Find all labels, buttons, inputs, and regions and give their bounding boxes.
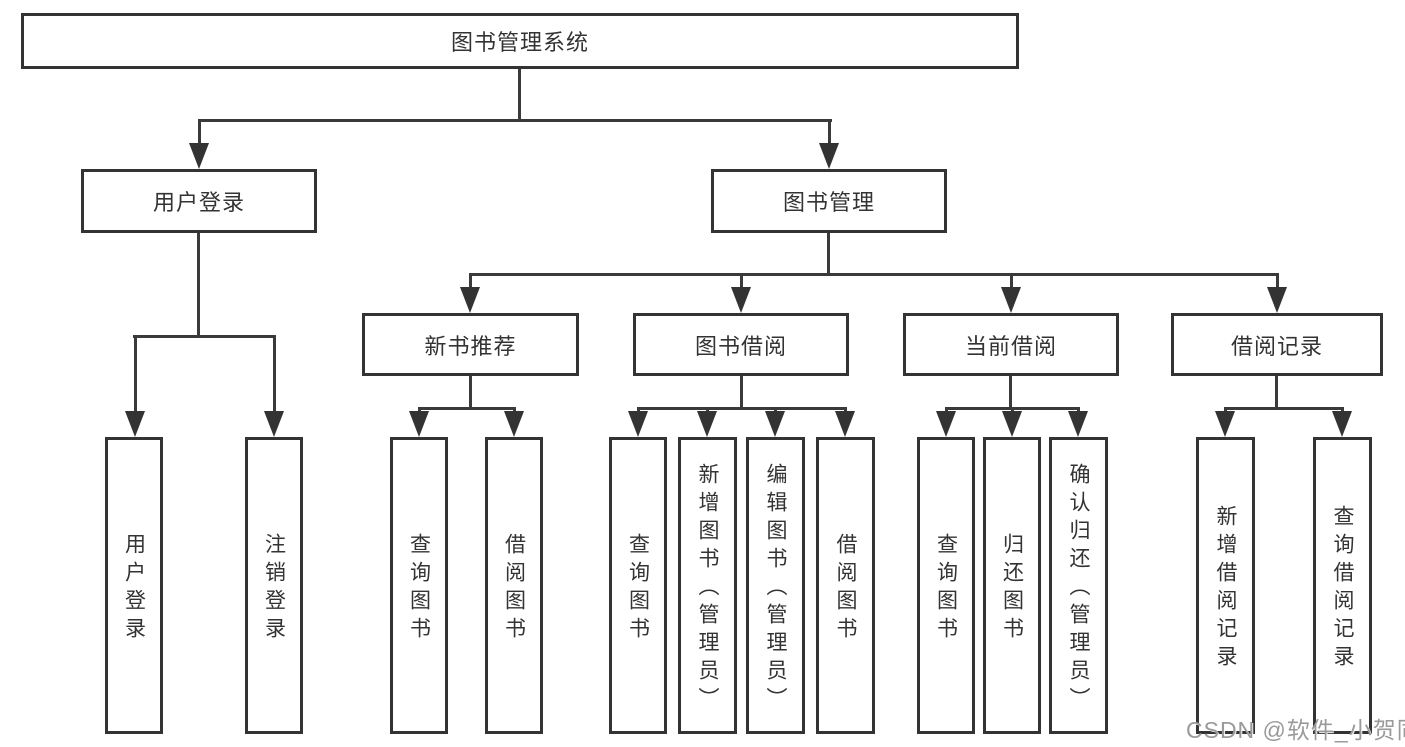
leaf-edit-books-admin: 编辑图书（管理员） (746, 437, 805, 734)
connector-arrow (628, 407, 648, 437)
connector-arrow (819, 119, 839, 169)
connector-arrow (264, 335, 284, 437)
node-library-management-system: 图书管理系统 (21, 13, 1019, 69)
connector-line (1009, 376, 1012, 410)
leaf-recommend-borrow-books: 借阅图书 (485, 437, 543, 734)
connector-arrow (1215, 407, 1235, 437)
leaf-add-books-admin: 新增图书（管理员） (678, 437, 737, 734)
node-user-login: 用户登录 (81, 169, 317, 233)
connector-line (469, 376, 472, 410)
connector-arrow (1068, 407, 1088, 437)
connector-arrow (697, 407, 717, 437)
connector-line (133, 335, 276, 338)
leaf-logout: 注销登录 (245, 437, 303, 734)
leaf-recommend-query-books: 查询图书 (390, 437, 448, 734)
connector-line (1224, 407, 1344, 410)
leaf-return-books: 归还图书 (983, 437, 1041, 734)
connector-arrow (504, 407, 524, 437)
connector-arrow (936, 407, 956, 437)
connector-line (740, 376, 743, 410)
leaf-user-login: 用户登录 (105, 437, 163, 734)
leaf-add-borrowing-record: 新增借阅记录 (1196, 437, 1255, 734)
connector-arrow (409, 407, 429, 437)
connector-arrow (460, 273, 480, 313)
leaf-query-borrowing-record: 查询借阅记录 (1313, 437, 1372, 734)
connector-line (1275, 376, 1278, 410)
node-book-borrowing: 图书借阅 (633, 313, 849, 376)
connector-line (637, 407, 847, 410)
leaf-borrowing-query-books: 查询图书 (609, 437, 667, 734)
leaf-confirm-return-admin: 确认归还（管理员） (1049, 437, 1108, 734)
connector-arrow (1332, 407, 1352, 437)
leaf-current-query-books: 查询图书 (917, 437, 975, 734)
connector-arrow (125, 335, 145, 437)
connector-line (197, 233, 200, 337)
connector-arrow (1001, 273, 1021, 313)
connector-line (198, 119, 832, 122)
connector-line (827, 233, 830, 275)
connector-line (418, 407, 516, 410)
node-current-borrowing: 当前借阅 (903, 313, 1119, 376)
node-new-book-recommendation: 新书推荐 (362, 313, 579, 376)
connector-arrow (1267, 273, 1287, 313)
csdn-watermark: CSDN @软件_小贺同学 (1186, 717, 1405, 743)
connector-arrow (731, 273, 751, 313)
connector-line (469, 273, 1279, 276)
connector-arrow (1002, 407, 1022, 437)
connector-arrow (189, 119, 209, 169)
connector-line (518, 69, 521, 120)
connector-arrow (835, 407, 855, 437)
connector-arrow (765, 407, 785, 437)
node-borrowing-records: 借阅记录 (1171, 313, 1383, 376)
leaf-borrowing-borrow-books: 借阅图书 (816, 437, 875, 734)
node-book-management: 图书管理 (711, 169, 947, 233)
